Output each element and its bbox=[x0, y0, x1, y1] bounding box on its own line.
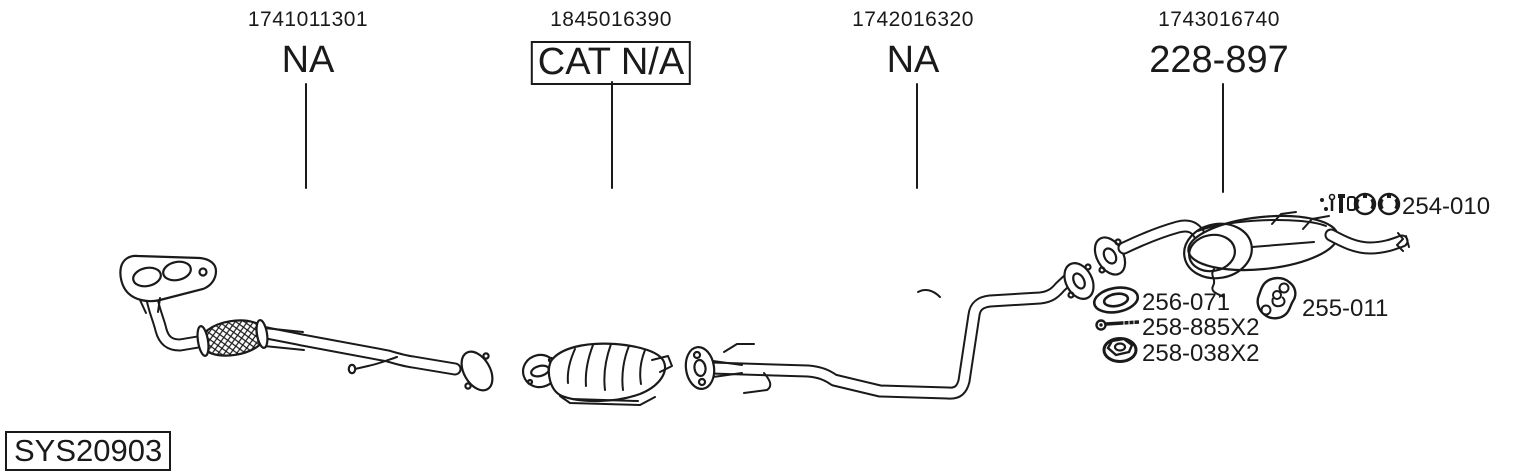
oe-reference: 1742016320 bbox=[852, 8, 974, 31]
rear-muffler-flange bbox=[1093, 236, 1127, 276]
bolt-icon bbox=[1095, 319, 1140, 331]
leader-lines bbox=[305, 81, 1224, 193]
clamp-icon bbox=[1353, 192, 1377, 216]
part-label-fitting-kit: 254-010 bbox=[1402, 193, 1491, 220]
center-pipe-outlet-flange bbox=[1063, 262, 1095, 300]
rear-muffler bbox=[1093, 211, 1410, 298]
hanger-rod bbox=[1211, 268, 1225, 298]
catalytic-converter bbox=[521, 342, 673, 406]
hanger-rod bbox=[743, 372, 772, 394]
group-column-4: 1743016740 228-897 bbox=[1149, 8, 1288, 81]
rubber-hanger-icon bbox=[1256, 276, 1297, 320]
center-pipe-inlet-flange bbox=[684, 346, 716, 390]
part-availability-label: NA bbox=[886, 39, 940, 81]
clamp-icon bbox=[1377, 192, 1401, 216]
part-label-hanger: 255-011 bbox=[1302, 295, 1389, 322]
manifold-flange bbox=[119, 254, 218, 314]
oe-reference: 1741011301 bbox=[247, 8, 369, 31]
hanger-rod bbox=[1271, 211, 1297, 225]
front-pipe bbox=[119, 254, 494, 392]
hanger-rod bbox=[723, 343, 755, 353]
part-availability-label: CAT N/A bbox=[530, 41, 692, 85]
tailpipe-crimp bbox=[1396, 232, 1404, 252]
system-code-box: SYS20903 bbox=[5, 431, 172, 471]
group-column-1: 1741011301 NA bbox=[248, 8, 368, 81]
fitting-kit-icon bbox=[1320, 192, 1401, 216]
part-label-gasket: 256-071 bbox=[1142, 289, 1231, 316]
group-column-3: 1742016320 NA bbox=[852, 8, 974, 81]
group-column-2: 1845016390 CAT N/A bbox=[530, 8, 692, 85]
oe-reference: 1845016390 bbox=[550, 8, 672, 31]
catalyst-ribs bbox=[566, 343, 646, 391]
part-label-nut: 258-038X2 bbox=[1142, 340, 1260, 367]
part-number-label: 228-897 bbox=[1149, 39, 1289, 81]
part-availability-label: NA bbox=[281, 39, 335, 81]
oe-reference: 1743016740 bbox=[1158, 8, 1280, 31]
gasket-ring-icon bbox=[1092, 286, 1140, 314]
center-pipe bbox=[684, 262, 1095, 400]
flex-braid-section bbox=[196, 319, 269, 357]
part-label-bolt: 258-885X2 bbox=[1142, 314, 1260, 341]
tailpipe bbox=[1324, 228, 1410, 255]
hanger-rod bbox=[917, 288, 941, 298]
hanger-rod bbox=[1302, 215, 1330, 230]
front-pipe-flange bbox=[460, 350, 494, 392]
flange-nut-icon bbox=[1102, 337, 1138, 363]
hanger-stud bbox=[347, 356, 398, 375]
